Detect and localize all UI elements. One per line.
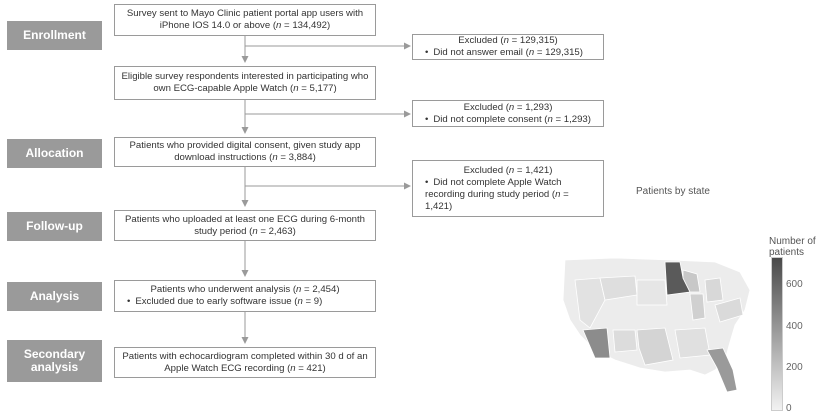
- state-il: [689, 293, 706, 321]
- state-nm: [612, 329, 638, 353]
- state-tx: [636, 327, 674, 366]
- box-digital-consent: Patients who provided digital consent, g…: [114, 137, 376, 167]
- box-echocardiogram: Patients with echocardiogram completed w…: [114, 347, 376, 378]
- legend-tick-600: 600: [786, 279, 803, 290]
- legend-tick-400: 400: [786, 321, 803, 332]
- box-consent-text: Patients who provided digital consent, g…: [129, 140, 361, 163]
- stage-allocation: Allocation: [7, 139, 102, 168]
- legend-title: Number of patients: [769, 236, 816, 258]
- state-northeast: [714, 297, 744, 323]
- excluded-2-item: Did not complete consent (n = 1,293): [419, 114, 597, 126]
- state-mi: [704, 277, 724, 303]
- excluded-3-item: Did not complete Apple Watch recording d…: [419, 177, 597, 213]
- excluded-2-title: Excluded (n = 1,293): [463, 101, 553, 113]
- box-echo-text: Patients with echocardiogram completed w…: [122, 350, 368, 374]
- excluded-3-title: Excluded (n = 1,421): [463, 164, 553, 176]
- analysis-main-text: Patients who underwent analysis (n = 2,4…: [150, 284, 340, 295]
- legend-color-scale: [771, 257, 783, 411]
- excluded-1-item: Did not answer email (n = 129,315): [419, 47, 597, 59]
- state-wi: [682, 269, 701, 293]
- us-state-map: [562, 257, 751, 393]
- map-title: Patients by state: [636, 186, 710, 197]
- state-fl: [706, 347, 738, 393]
- state-plains: [636, 279, 668, 306]
- box-survey-sent: Survey sent to Mayo Clinic patient porta…: [114, 4, 376, 36]
- analysis-excluded-item: Excluded due to early software issue (n …: [121, 296, 369, 308]
- legend-tick-0: 0: [786, 403, 792, 414]
- state-western: [574, 277, 606, 329]
- box-uploaded-text: Patients who uploaded at least one ECG d…: [125, 213, 365, 237]
- box-excluded-3: Excluded (n = 1,421) Did not complete Ap…: [412, 160, 604, 217]
- box-survey-text: Survey sent to Mayo Clinic patient porta…: [126, 8, 364, 31]
- state-az: [582, 327, 611, 359]
- excluded-1-title: Excluded (n = 129,315): [458, 35, 558, 46]
- box-underwent-analysis: Patients who underwent analysis (n = 2,4…: [114, 280, 376, 312]
- box-uploaded-ecg: Patients who uploaded at least one ECG d…: [114, 210, 376, 241]
- state-south: [674, 327, 711, 359]
- box-excluded-1: Excluded (n = 129,315) Did not answer em…: [412, 34, 604, 60]
- stage-followup: Follow-up: [7, 212, 102, 241]
- stage-secondary-analysis: Secondary analysis: [7, 340, 102, 382]
- box-eligible-text: Eligible survey respondents interested i…: [121, 71, 369, 94]
- box-eligible-respondents: Eligible survey respondents interested i…: [114, 66, 376, 100]
- stage-enrollment: Enrollment: [7, 21, 102, 50]
- stage-analysis: Analysis: [7, 282, 102, 311]
- legend-tick-200: 200: [786, 362, 803, 373]
- box-excluded-2: Excluded (n = 1,293) Did not complete co…: [412, 100, 604, 127]
